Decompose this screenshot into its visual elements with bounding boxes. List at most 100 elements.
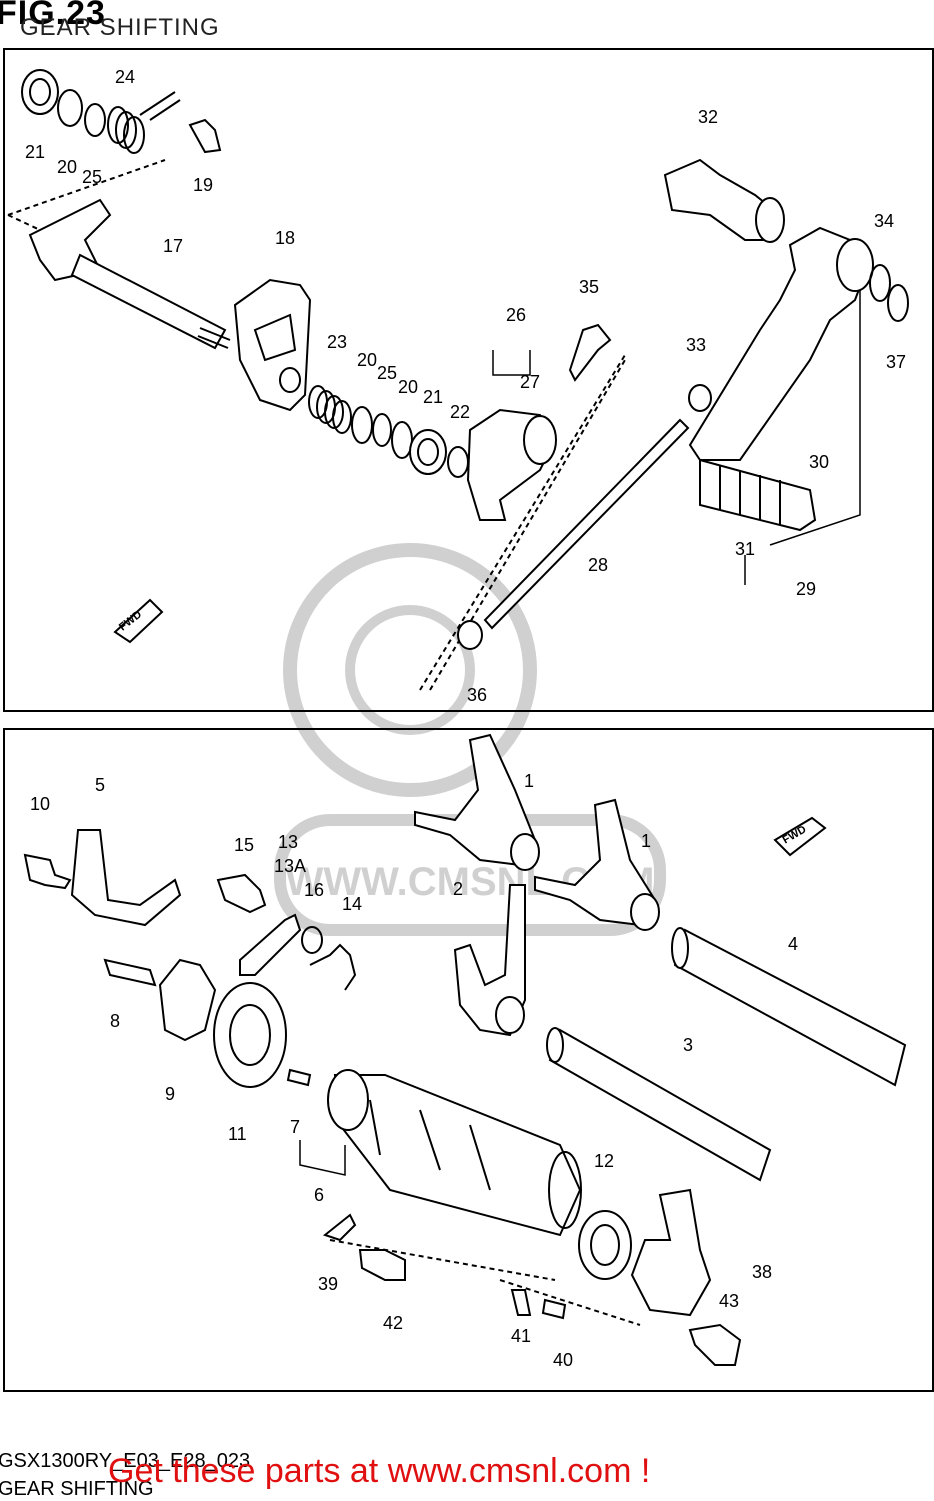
- part-1-shift-fork-a: [414, 733, 540, 871]
- callout-19: 19: [193, 175, 214, 195]
- callout-24: 24: [115, 67, 136, 87]
- part-22-seal: [447, 446, 469, 478]
- fwd-arrow-icon-bottom: [773, 816, 827, 857]
- lower-diagram-panel: [3, 728, 934, 1392]
- part-16-washer: [301, 926, 323, 954]
- callout-34: 34: [874, 211, 895, 231]
- part-27-gearshift-lever: [466, 350, 557, 521]
- part-21-bearing: [21, 69, 59, 115]
- callout-15: 15: [234, 835, 255, 855]
- part-32-pivot-bolt: [663, 158, 785, 243]
- callout-31: 31: [735, 539, 756, 559]
- callout-7: 7: [290, 1117, 301, 1137]
- part-33-nut: [688, 384, 712, 412]
- part-35-bolt: [568, 323, 612, 382]
- callout-21-b: 21: [423, 387, 444, 407]
- callout-42: 42: [383, 1313, 404, 1333]
- part-39-plate: [322, 1213, 357, 1242]
- callout-38: 38: [752, 1262, 773, 1282]
- model-code: GSX1300RY_E03_E28_023: [0, 1450, 251, 1472]
- callout-13: 13: [278, 832, 299, 852]
- callout-11: 11: [228, 1124, 247, 1144]
- part-38-neutral-switch: [630, 1188, 712, 1317]
- part-11-bearing: [213, 982, 287, 1088]
- upper-diagram-panel: [3, 48, 934, 712]
- part-36-nut: [457, 620, 483, 650]
- part-41-spring: [510, 1289, 532, 1316]
- callout-3: 3: [683, 1035, 694, 1055]
- part-37-circlip: [887, 284, 909, 322]
- callout-20-b: 20: [357, 350, 378, 370]
- callout-20-c: 20: [398, 377, 419, 397]
- callout-12: 12: [594, 1151, 615, 1171]
- callout-28: 28: [588, 555, 609, 575]
- callout-13a: 13A: [274, 856, 307, 876]
- part-25-washer: [84, 103, 106, 137]
- part-13-stopper-arm: [239, 913, 302, 976]
- part-5-stopper-plate: [70, 829, 182, 927]
- part-6-gearshift-cam: [327, 1069, 582, 1237]
- callout-5: 5: [95, 775, 106, 795]
- callout-18: 18: [275, 228, 296, 248]
- callout-41: 41: [511, 1326, 532, 1346]
- part-20-circlip: [57, 89, 83, 127]
- part-34-washer: [869, 264, 891, 302]
- callout-10: 10: [30, 794, 51, 814]
- part-42-screw: [358, 1249, 406, 1281]
- part-9-cam-driven-gear: [158, 958, 217, 1042]
- part-4-fork-shaft: [671, 927, 907, 1087]
- callout-40: 40: [553, 1350, 574, 1370]
- callout-17: 17: [163, 236, 184, 256]
- part-18-guide-plate: [233, 278, 312, 412]
- part-1-shift-fork-b: [534, 798, 660, 931]
- callout-2: 2: [453, 879, 464, 899]
- callout-35: 35: [579, 277, 600, 297]
- callout-1-b: 1: [641, 831, 652, 851]
- callout-9: 9: [165, 1084, 176, 1104]
- part-43-screw: [688, 1323, 742, 1366]
- callout-27: 27: [520, 372, 541, 392]
- callout-39: 39: [318, 1274, 339, 1294]
- callout-20: 20: [57, 157, 78, 177]
- callout-30: 30: [809, 452, 830, 472]
- callout-14: 14: [342, 894, 363, 914]
- promo-link[interactable]: Get these parts at www.cmsnl.com !: [108, 1452, 651, 1490]
- part-15-bolt: [216, 873, 267, 914]
- callout-21: 21: [25, 142, 46, 162]
- part-12-bearing: [578, 1210, 632, 1280]
- part-17-shift-shaft: [28, 198, 231, 350]
- callout-25-b: 25: [377, 363, 398, 383]
- callout-36: 36: [467, 685, 488, 705]
- part-8-pin: [103, 958, 157, 987]
- callout-8: 8: [110, 1011, 121, 1031]
- callout-26: 26: [506, 305, 527, 325]
- callout-16: 16: [304, 880, 325, 900]
- part-23-spring: [308, 385, 352, 434]
- figure-number: FIG.23: [0, 0, 106, 32]
- callout-25: 25: [82, 167, 103, 187]
- part-31-footpeg-rubber: [699, 458, 817, 532]
- fwd-arrow-icon-top: [113, 598, 164, 644]
- callout-43: 43: [719, 1291, 740, 1311]
- callout-33: 33: [686, 335, 707, 355]
- part-3-fork-shaft: [546, 1027, 772, 1182]
- callout-37: 37: [886, 352, 907, 372]
- part-2-shift-fork-c: [453, 884, 526, 1037]
- part-28-link-rod: [483, 418, 690, 630]
- part-21-bearing-b: [409, 429, 447, 475]
- section-name: GEAR SHIFTING: [0, 1478, 154, 1500]
- part-7-pin: [286, 1068, 312, 1087]
- callout-1-a: 1: [524, 771, 535, 791]
- callout-23: 23: [327, 332, 348, 352]
- part-40-pin: [541, 1298, 567, 1320]
- part-20-circlip-c: [391, 421, 413, 459]
- part-20-circlip-b: [351, 406, 373, 444]
- callout-22: 22: [450, 402, 471, 422]
- part-24-spring: [107, 91, 181, 154]
- figure-subtitle: GEAR SHIFTING: [20, 14, 220, 41]
- part-30-gearshift-arm: [688, 226, 874, 461]
- callout-4: 4: [788, 934, 799, 954]
- part-19-pin-bolt: [188, 118, 222, 154]
- part-10-screw: [23, 853, 72, 890]
